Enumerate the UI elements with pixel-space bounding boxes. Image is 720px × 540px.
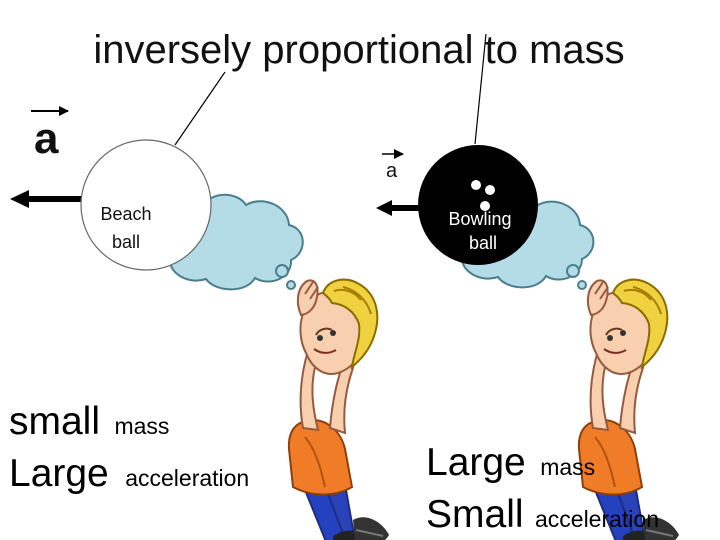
right-acceleration-arrow [376, 200, 420, 216]
right-caption-large-word: Large [426, 441, 526, 484]
bowling-ball-label-line2: ball [469, 233, 497, 253]
left-caption-small-word: small [9, 400, 100, 443]
left-acceleration-arrow [10, 190, 83, 208]
left-caption-acceleration-word: acceleration [125, 465, 249, 491]
right-person-illustration [577, 278, 680, 540]
right-caption-mass-word: mass [540, 454, 595, 480]
left-caption-mass-word: mass [114, 413, 169, 439]
beach-ball: Beach ball [80, 139, 212, 271]
bowling-ball: Bowling ball [418, 145, 538, 265]
beach-ball-label-line1: Beach [100, 204, 151, 224]
left-acceleration-symbol: a [34, 114, 59, 163]
title-pointer-beach [174, 71, 226, 146]
left-acceleration-label: a [31, 106, 69, 163]
right-caption-row1: Large mass [426, 441, 595, 484]
title-pointer-bowling [474, 33, 487, 145]
beach-ball-label-line2: ball [112, 232, 140, 252]
right-acceleration-label: a [382, 149, 404, 182]
left-caption-large-word: Large [9, 452, 109, 495]
right-caption-row2: Small acceleration [426, 493, 659, 536]
right-acceleration-symbol: a [386, 160, 398, 182]
right-caption-small-word: Small [426, 493, 524, 536]
right-caption-acceleration-word: acceleration [535, 506, 659, 532]
left-person-illustration [287, 278, 390, 540]
left-caption-row2: Large acceleration [9, 452, 249, 495]
left-caption: small mass Large acceleration [9, 400, 249, 495]
left-caption-row1: small mass [9, 400, 169, 443]
right-caption: Large mass Small acceleration [426, 441, 659, 536]
slide-title: inversely proportional to mass [93, 28, 624, 72]
bowling-ball-label-line1: Bowling [448, 209, 511, 229]
